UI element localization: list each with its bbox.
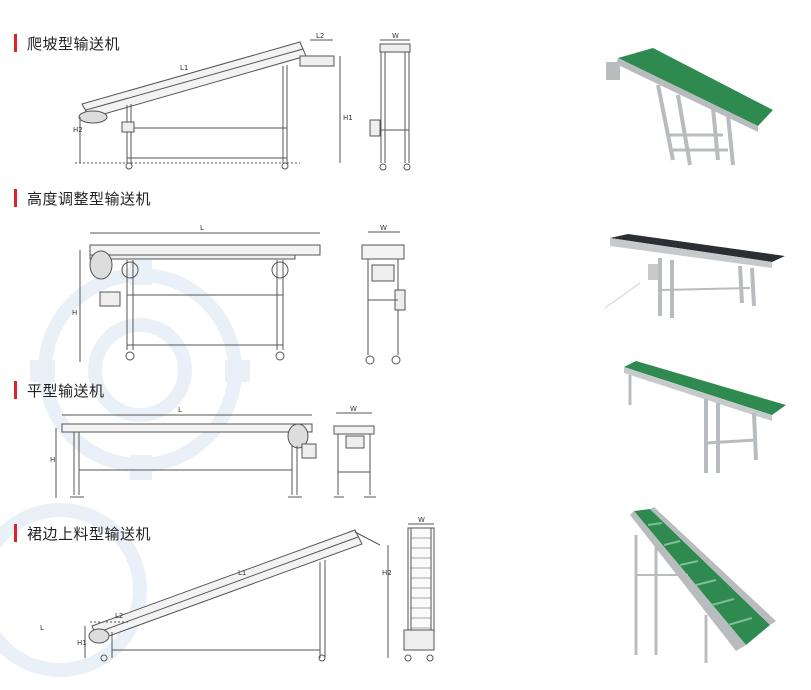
dim-W: W [350,405,357,413]
dim-L1: L1 [180,64,188,72]
dim-L2: L2 [316,32,324,40]
height-adjustable-side-view [79,232,321,362]
dim-L2: L2 [115,612,123,620]
dim-W: W [392,32,399,40]
dim-L: L [40,624,44,632]
climbing-side-view [75,39,341,170]
climbing-front-view [369,39,411,171]
title-accent-bar [14,524,17,542]
section-title-height-adjustable: 高度调整型输送机 [14,187,151,209]
section-title-flat: 平型输送机 [14,379,105,401]
flat-side-view [55,414,317,498]
photo-climbing-conveyor [606,48,773,166]
flat-front-view [333,412,376,498]
dim-H2: H2 [382,569,392,577]
title-accent-bar [14,189,17,207]
section-title-climbing: 爬坡型输送机 [14,32,120,54]
dim-H: H [72,309,77,317]
height-adjustable-front-view [361,231,406,365]
title-accent-bar [14,34,17,52]
section-title-text: 平型输送机 [27,381,105,400]
dim-H1: H1 [343,114,353,122]
title-accent-bar [14,381,17,399]
skirt-feeding-side-view [84,529,389,662]
dim-W: W [380,224,387,232]
dimension-labels: L1 L2 H2 H1 W L H W L H W L1 L2 H1 H2 W … [40,32,425,647]
dim-W: W [418,516,425,524]
section-title-text: 爬坡型输送机 [27,34,121,53]
skirt-feeding-front-view [403,523,435,662]
dim-L: L [178,406,182,414]
photo-flat-conveyor [624,361,786,473]
photo-height-adjustable-conveyor [604,234,785,318]
section-title-text: 高度调整型输送机 [27,189,152,208]
dim-H1: H1 [77,639,87,647]
section-title-text: 裙边上料型输送机 [27,524,152,543]
photo-skirt-feeding-conveyor [630,507,776,663]
section-title-skirt-feeding: 裙边上料型输送机 [14,522,151,544]
dim-H2: H2 [73,126,83,134]
dim-H: H [50,456,55,464]
dim-L: L [200,224,204,232]
dim-L1: L1 [238,569,246,577]
